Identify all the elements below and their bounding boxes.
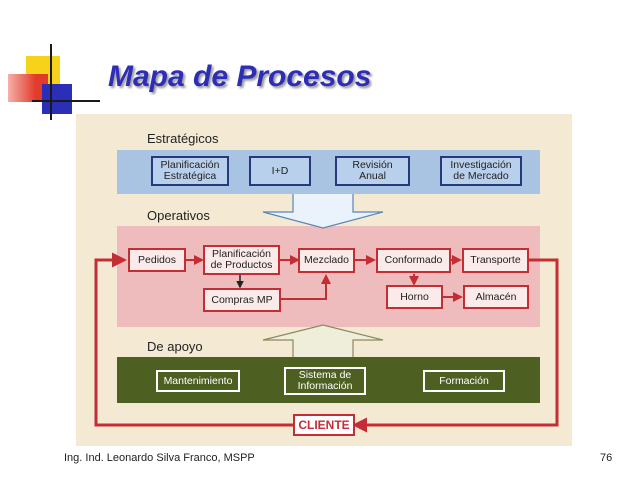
arrow-cliente-pedidos xyxy=(94,252,293,427)
process-i-d: I+D xyxy=(249,156,311,186)
logo-blue-square xyxy=(42,84,72,114)
process-almacen: Almacén xyxy=(463,285,529,309)
process-horno: Horno xyxy=(386,285,443,309)
process-transporte: Transporte xyxy=(462,248,529,273)
footer-author: Ing. Ind. Leonardo Silva Franco, MSPP xyxy=(64,452,255,464)
arrow-transporte-cliente xyxy=(352,258,559,433)
cliente-box: CLIENTE xyxy=(293,414,355,436)
process-pedidos: Pedidos xyxy=(128,248,186,272)
process-planificacion-productos: Planificación de Productos xyxy=(203,245,280,275)
strategic-to-operative-arrow xyxy=(262,194,384,229)
slide-title: Mapa de Procesos xyxy=(108,60,372,93)
support-to-operative-arrow xyxy=(262,324,384,357)
process-sistema-informacion: Sistema de Información xyxy=(284,367,366,395)
logo-red-square xyxy=(8,74,48,102)
process-planificacion-estrategica: Planificación Estratégica xyxy=(151,156,229,186)
section-label-estrategicos: Estratégicos xyxy=(147,131,219,146)
process-investigacion-mercado: Investigación de Mercado xyxy=(440,156,522,186)
page-number: 76 xyxy=(600,452,613,464)
process-conformado: Conformado xyxy=(376,248,451,273)
process-compras-mp: Compras MP xyxy=(203,288,281,312)
section-label-operativos: Operativos xyxy=(147,208,210,223)
logo-horizontal-line xyxy=(32,100,100,102)
process-mantenimiento: Mantenimiento xyxy=(156,370,240,392)
process-formacion: Formación xyxy=(423,370,505,392)
arrow-compras-mezclado xyxy=(281,274,331,300)
logo-vertical-line xyxy=(50,44,52,120)
process-mezclado: Mezclado xyxy=(298,248,355,273)
process-revision-anual: Revisión Anual xyxy=(335,156,410,186)
section-label-apoyo: De apoyo xyxy=(147,339,203,354)
